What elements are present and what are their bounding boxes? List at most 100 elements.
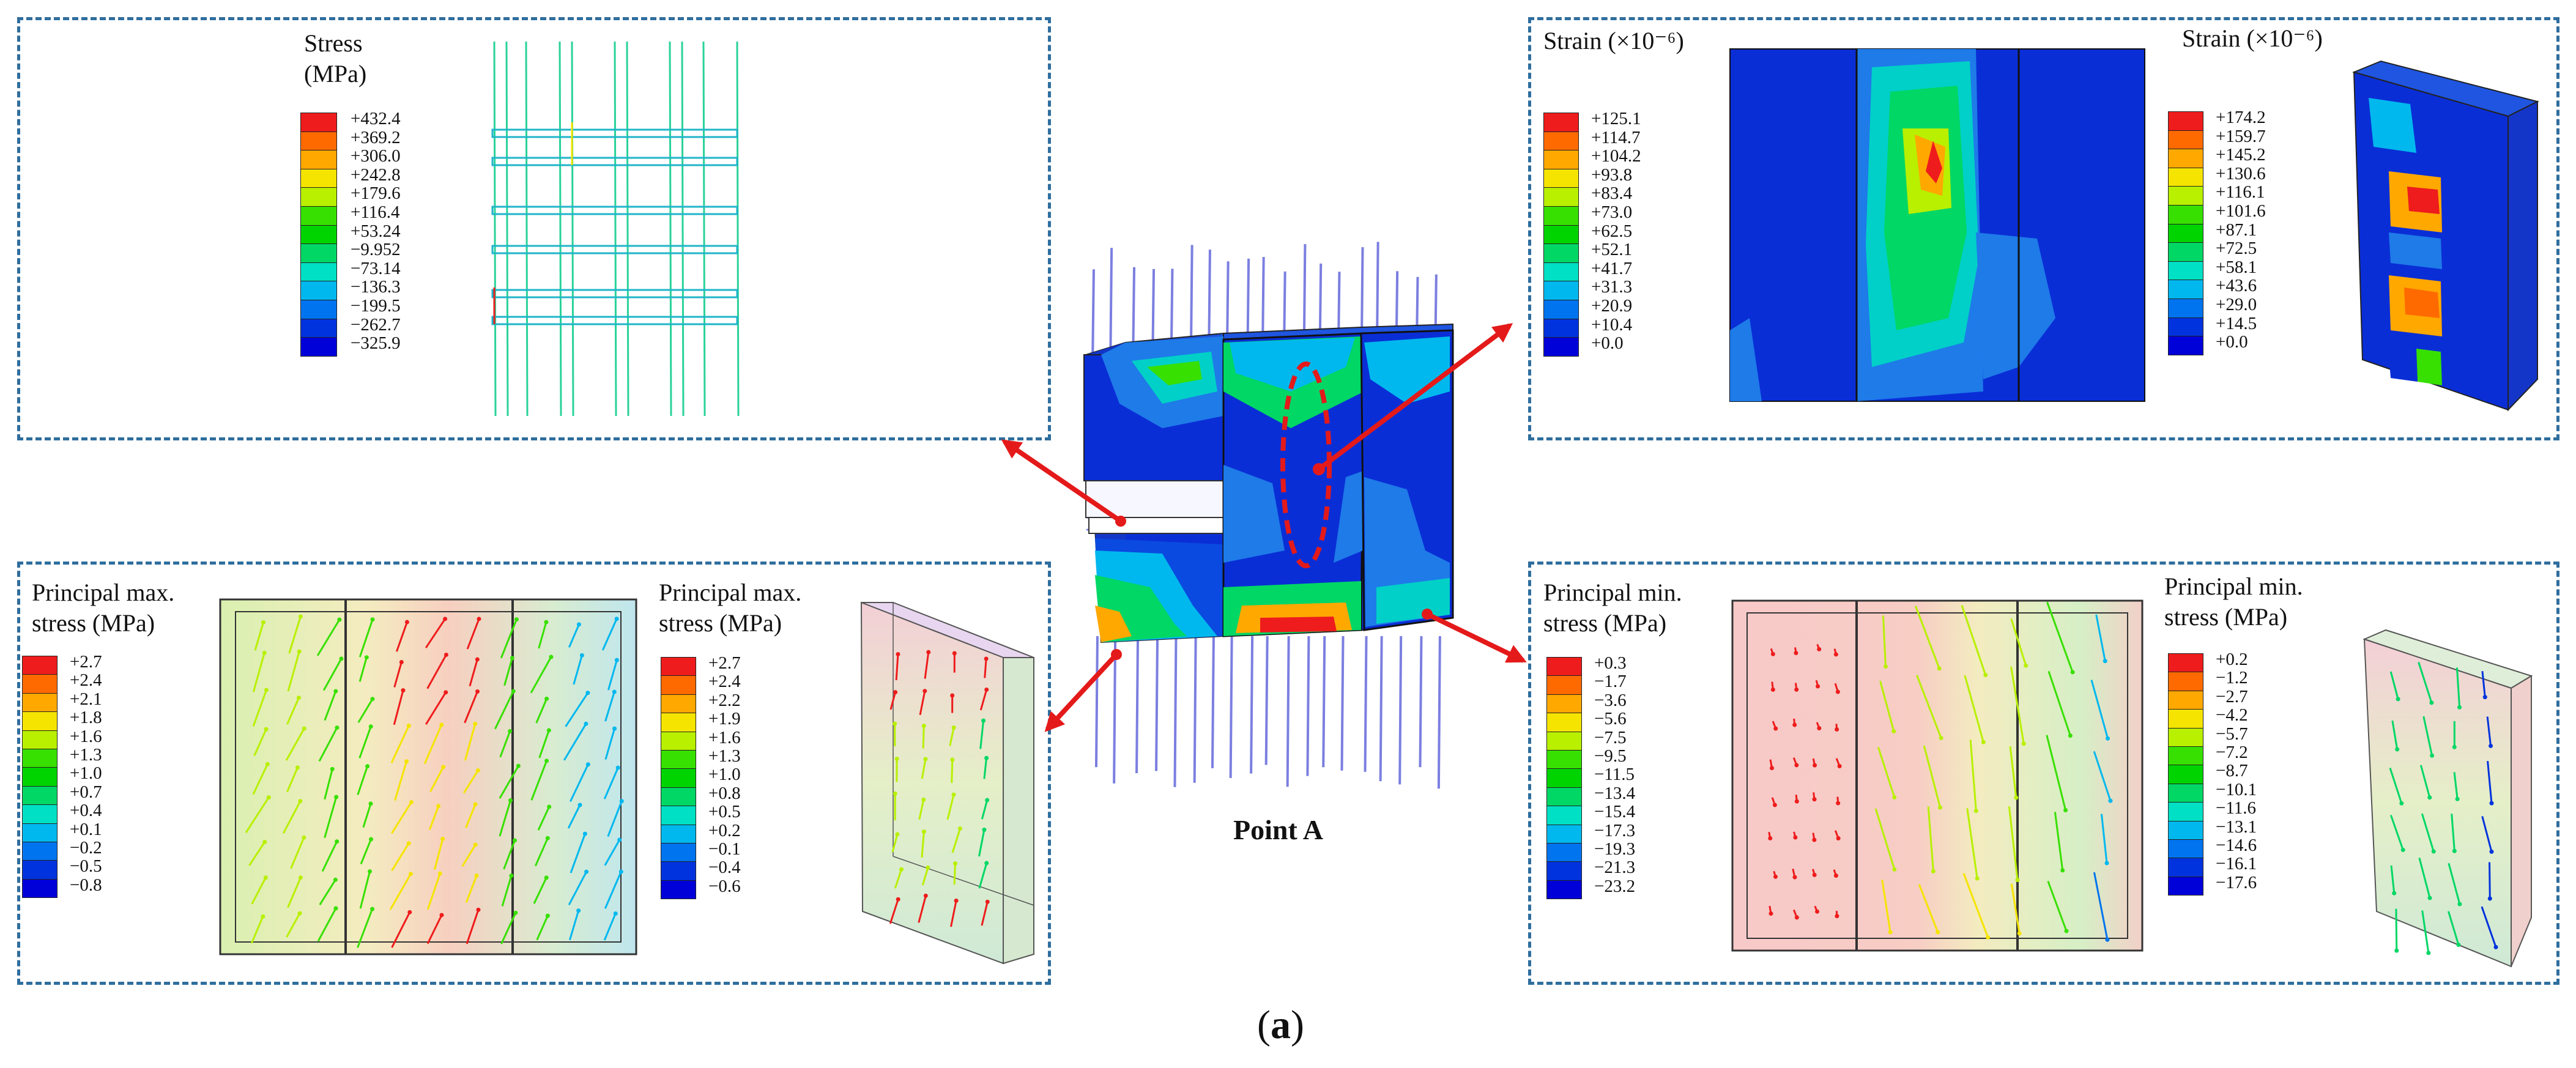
pmax-vector-head	[584, 869, 589, 874]
pmin-vector-head	[1812, 837, 1817, 842]
legend-tick-label: −4.2	[2216, 705, 2248, 725]
pmin-vector	[2046, 735, 2067, 810]
pmin-block-vector-head	[2429, 700, 2434, 705]
pmin-vector-head	[2021, 741, 2026, 746]
legend-tick-label: +0.2	[2216, 650, 2248, 669]
pmax-vector-head	[298, 614, 303, 619]
pmin-block-vector	[2418, 857, 2431, 899]
pmax-vector	[358, 619, 374, 658]
legend-tick-label: +87.1	[2216, 220, 2257, 240]
pmin-block-vector-head	[2457, 902, 2462, 907]
pmax-vector	[357, 908, 373, 948]
pmin-vector-head	[1836, 836, 1841, 840]
legend-tick-label: +2.4	[708, 672, 741, 692]
pmax-block-vector-head	[893, 721, 897, 726]
pmax-vector	[287, 877, 302, 908]
pmax-vector	[466, 618, 480, 650]
pmin-vector-head	[2103, 659, 2107, 664]
legend-tick-label: +116.4	[351, 202, 400, 222]
pmin-block-vector-head	[2489, 801, 2494, 806]
pmax-vector	[603, 767, 619, 799]
pmax-vector	[462, 769, 479, 794]
rebar-bar	[1135, 636, 1140, 774]
pmax-block-vector-head	[982, 828, 987, 833]
legend-tick-label: −0.2	[70, 838, 102, 858]
pmax-vector-head	[370, 617, 375, 622]
pmax-vector-head	[473, 842, 478, 847]
pmax-block-vector	[979, 689, 988, 711]
pmax-block-vector	[918, 896, 927, 923]
pmax-vector	[287, 651, 300, 692]
pmax-vector-head	[582, 831, 587, 836]
pmin-vector	[1918, 884, 1939, 933]
legend-swatch	[22, 749, 58, 768]
pmax-vector-head	[264, 727, 269, 732]
pmax-vector	[469, 659, 478, 687]
pmin-vector	[1881, 879, 1891, 933]
pmax-vector	[567, 804, 581, 829]
pmax-vector	[503, 840, 516, 870]
pmin-block-vector	[2455, 667, 2461, 708]
legend-tick-label: −13.1	[2216, 817, 2257, 837]
pmax-block-vector-head	[926, 650, 931, 655]
pmax-block-vector-head	[923, 757, 928, 762]
legend-swatch	[22, 656, 58, 675]
pmax-block-vector-head	[893, 690, 898, 695]
pmax-vector-head	[614, 658, 619, 662]
pmax-vector	[535, 698, 547, 724]
pmax-vector	[570, 764, 589, 802]
pmin-vector-head	[1892, 795, 1897, 800]
pmin-block-vector-head	[2457, 705, 2462, 710]
pmin-block-vector-head	[2430, 753, 2435, 758]
pmax-block-vector-head	[957, 826, 962, 831]
pmax-block-vector-head	[984, 861, 989, 866]
pmax-vector-head	[263, 875, 268, 880]
pmax-vector-head	[477, 617, 481, 621]
pmax-vector	[288, 616, 302, 654]
pmin-vector-head	[1794, 763, 1799, 768]
legend-tick-label: +20.9	[1591, 296, 1633, 316]
rebar-bar	[1419, 636, 1423, 768]
pmax-vector-head	[475, 689, 480, 694]
legend-tick-label: +0.8	[708, 783, 741, 803]
legend-tick-label: −1.7	[1594, 672, 1627, 692]
pmin-block-vector-head	[2452, 848, 2457, 853]
pmax-vector	[604, 871, 622, 909]
legend-swatch	[2168, 709, 2203, 729]
legend-swatch	[661, 768, 696, 788]
pmax-vector-head	[613, 911, 618, 916]
pmax-vector	[322, 658, 343, 691]
pmax-vector-head	[512, 838, 517, 843]
pmax-vector	[429, 766, 444, 792]
legend-tick-label: −0.6	[708, 876, 741, 896]
pmax-block-vector-plot	[860, 601, 1034, 965]
legend-swatch	[2168, 876, 2203, 896]
pmax-vector	[282, 801, 302, 834]
rebar-bar	[1286, 636, 1290, 787]
pmin-block-vector	[2389, 671, 2399, 700]
pmin-vector-head	[1936, 930, 1940, 935]
legend-tick-label: −325.9	[351, 333, 401, 354]
pmax-vector	[434, 839, 444, 870]
pmax-vector	[254, 622, 264, 651]
pmax-vector-head	[297, 911, 302, 916]
rebar-stress-title-line1: Stress	[304, 29, 363, 57]
pmax-vector-head	[545, 913, 550, 918]
pmax-vector	[252, 653, 265, 692]
pmax-vector	[536, 915, 549, 941]
pmax-vector	[537, 806, 551, 831]
legend-tick-label: +116.1	[2216, 182, 2265, 202]
pmin-vector	[1961, 605, 1987, 676]
pmax-vector	[394, 761, 407, 801]
pmin-block-vector-head	[2489, 849, 2494, 854]
pmax-vector	[500, 619, 518, 659]
pmin-vector-head	[1938, 805, 1943, 810]
legend-swatch	[661, 806, 696, 825]
legend-tick-label: −19.3	[1594, 839, 1636, 859]
pmin-block-vector	[2481, 906, 2497, 947]
pmax-vector	[390, 725, 410, 763]
pmin-vector-head	[1836, 801, 1841, 806]
pmin-vector-head	[1983, 673, 1988, 678]
legend-swatch	[300, 337, 337, 357]
